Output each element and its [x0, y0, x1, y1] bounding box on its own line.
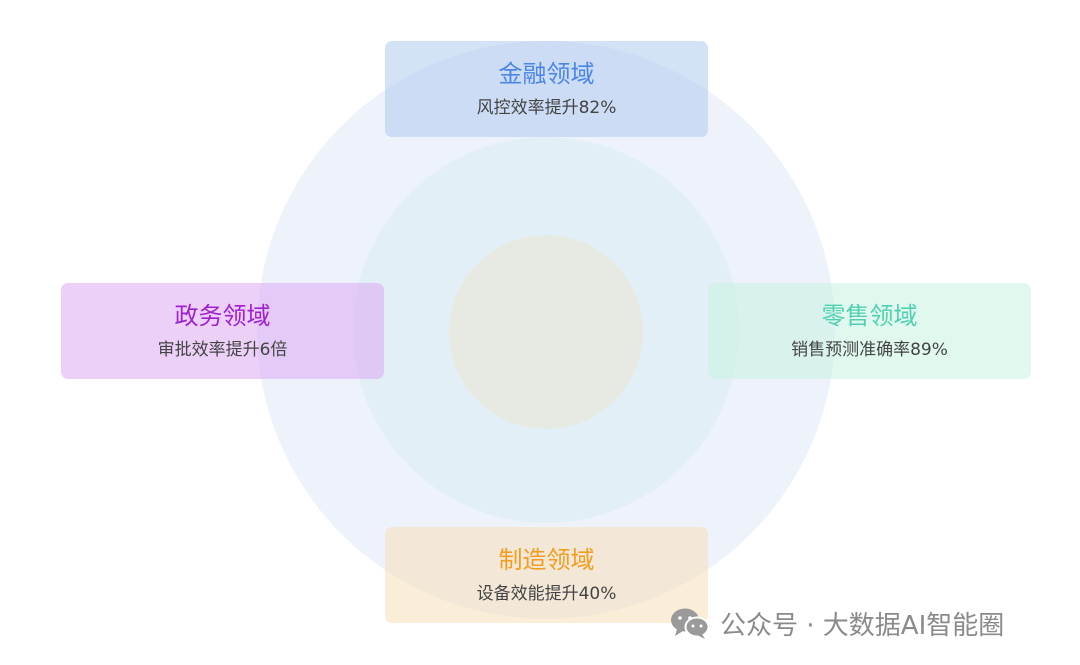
card-finance: 金融领域 风控效率提升82% [385, 41, 708, 137]
card-retail: 零售领域 销售预测准确率89% [708, 283, 1031, 379]
card-description: 风控效率提升82% [476, 98, 617, 118]
card-description: 审批效率提升6倍 [157, 340, 288, 360]
card-title: 金融领域 [498, 60, 595, 88]
card-title: 政务领域 [174, 302, 271, 330]
card-description: 设备效能提升40% [476, 584, 617, 604]
watermark: 公众号 · 大数据AI智能圈 [670, 603, 1004, 643]
watermark-text: 公众号 · 大数据AI智能圈 [720, 610, 1005, 641]
wechat-icon [671, 608, 710, 639]
card-manufacturing: 制造领域 设备效能提升40% [385, 527, 708, 623]
inner-ring [449, 235, 643, 429]
card-title: 制造领域 [498, 546, 595, 574]
card-government: 政务领域 审批效率提升6倍 [61, 283, 384, 379]
card-description: 销售预测准确率89% [791, 340, 948, 360]
card-title: 零售领域 [821, 302, 918, 330]
